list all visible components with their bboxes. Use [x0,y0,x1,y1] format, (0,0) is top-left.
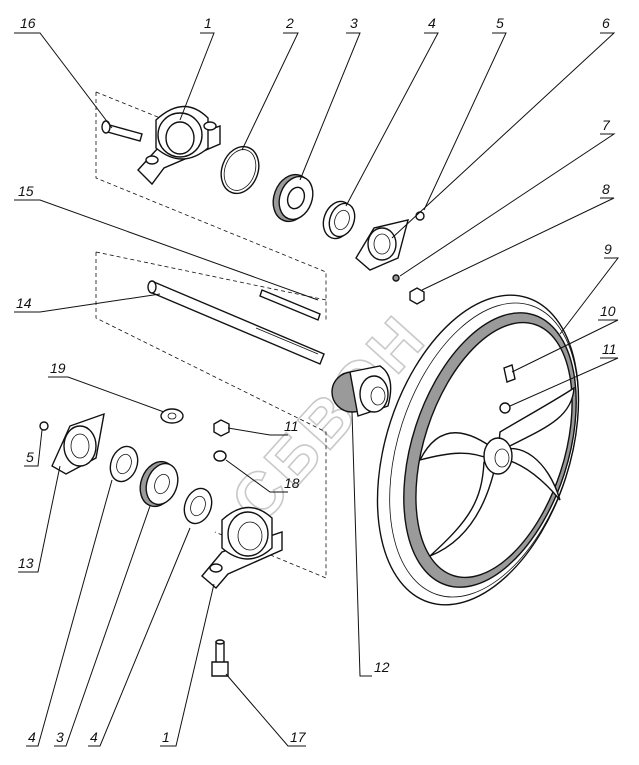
part-14-shaft [147,280,325,365]
callout-11-pulley: 11 [602,341,617,357]
callout-16: 16 [20,15,36,31]
callout-9: 9 [604,241,612,257]
part-13-flange-lower [51,412,105,475]
callout-4-lower-a: 4 [28,729,36,745]
callout-labels: 16 1 2 3 4 5 6 7 8 9 10 11 15 14 19 11 1… [16,15,617,745]
small-fasteners-upper [392,211,425,305]
callout-14: 14 [16,295,32,311]
part-3-bearing-lower [139,460,179,508]
callout-13: 13 [18,555,34,571]
callout-5-lower: 5 [26,449,34,465]
part-8-nut [409,287,425,305]
part-11-nut-pulley [499,402,511,414]
part-4-sleeve-lower [109,445,139,483]
part-4-sleeve-lower-2 [183,487,213,525]
callout-4-lower-b: 4 [90,729,98,745]
part-19-washer [160,408,184,424]
part-11-nut-middle [213,419,230,437]
callout-2: 2 [285,15,294,31]
part-1-bearing-housing-upper [137,105,221,186]
small-parts-middle [160,408,230,462]
callout-7: 7 [602,117,611,133]
part-5-nut-upper [415,211,425,221]
part-5-nut-lower [39,421,49,431]
callout-19: 19 [50,360,66,376]
callout-3-lower: 3 [56,729,64,745]
part-16-bolt [101,120,143,142]
callout-12: 12 [374,659,390,675]
part-10-screw [503,364,516,383]
callout-6: 6 [602,15,610,31]
part-9-pulley [376,294,580,606]
callout-10: 10 [600,303,616,319]
callout-1-upper: 1 [204,15,212,31]
callout-8: 8 [602,181,610,197]
part-7-washer [392,274,400,282]
part-15-key [259,289,321,321]
callout-4-upper: 4 [428,15,436,31]
callout-18: 18 [284,475,300,491]
leader-lines [14,32,620,747]
part-12-sprocket [331,365,392,417]
part-18-washer [213,450,227,462]
part-3-bearing-upper [272,173,314,223]
callout-3-upper: 3 [350,15,358,31]
part-6-flange-upper [355,219,409,271]
part-1-bearing-housing-lower [201,506,283,589]
pulley-fasteners [499,364,516,414]
callout-15: 15 [18,183,34,199]
callout-17: 17 [290,729,307,745]
callout-5-upper: 5 [496,15,504,31]
part-2-ring [220,145,260,195]
callout-11-middle: 11 [284,418,299,434]
part-4-sleeve-upper [322,200,356,240]
part-17-bolt [211,639,229,677]
callout-1-lower: 1 [162,729,170,745]
